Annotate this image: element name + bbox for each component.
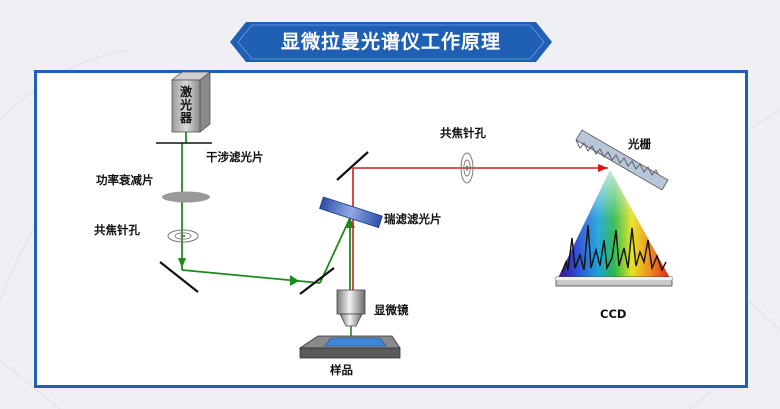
raman-beam-arrow: [598, 164, 608, 172]
microscope-label: 显微镜: [374, 303, 409, 317]
sample-label: 样品: [330, 363, 353, 377]
pinhole-left-label: 共焦针孔: [94, 223, 140, 237]
beam-arrow-right: [290, 275, 299, 286]
attenuator-disc: [162, 191, 210, 203]
sample-stage: [298, 335, 401, 359]
page-title: 显微拉曼光谱仪工作原理: [280, 31, 501, 53]
pinhole-left: [167, 229, 199, 243]
ccd-label: CCD: [600, 307, 627, 321]
rayleigh-filter-label: 瑞滤滤光片: [384, 212, 442, 226]
laser-label: 激光器: [179, 85, 192, 125]
grating: [575, 129, 669, 191]
raman-beam: [352, 167, 608, 300]
beam-arrow-down: [178, 258, 186, 268]
pinhole-right: [460, 152, 474, 184]
rayleigh-filter: [319, 196, 383, 229]
pinhole-right-label: 共焦针孔: [440, 126, 486, 140]
mirror-bottom-left: [159, 261, 199, 293]
microscope-objective: [336, 289, 366, 336]
title-banner: [230, 22, 552, 62]
grating-label: 光栅: [628, 137, 651, 151]
mirror-top: [336, 151, 369, 181]
laser-device: [170, 71, 212, 133]
mirror-bottom-right: [299, 267, 335, 295]
ccd-detector: [555, 276, 673, 287]
interference-filter-label: 干涉滤光片: [206, 150, 264, 164]
dispersed-spectrum: [558, 170, 670, 278]
attenuator-label: 功率衰减片: [96, 173, 154, 187]
